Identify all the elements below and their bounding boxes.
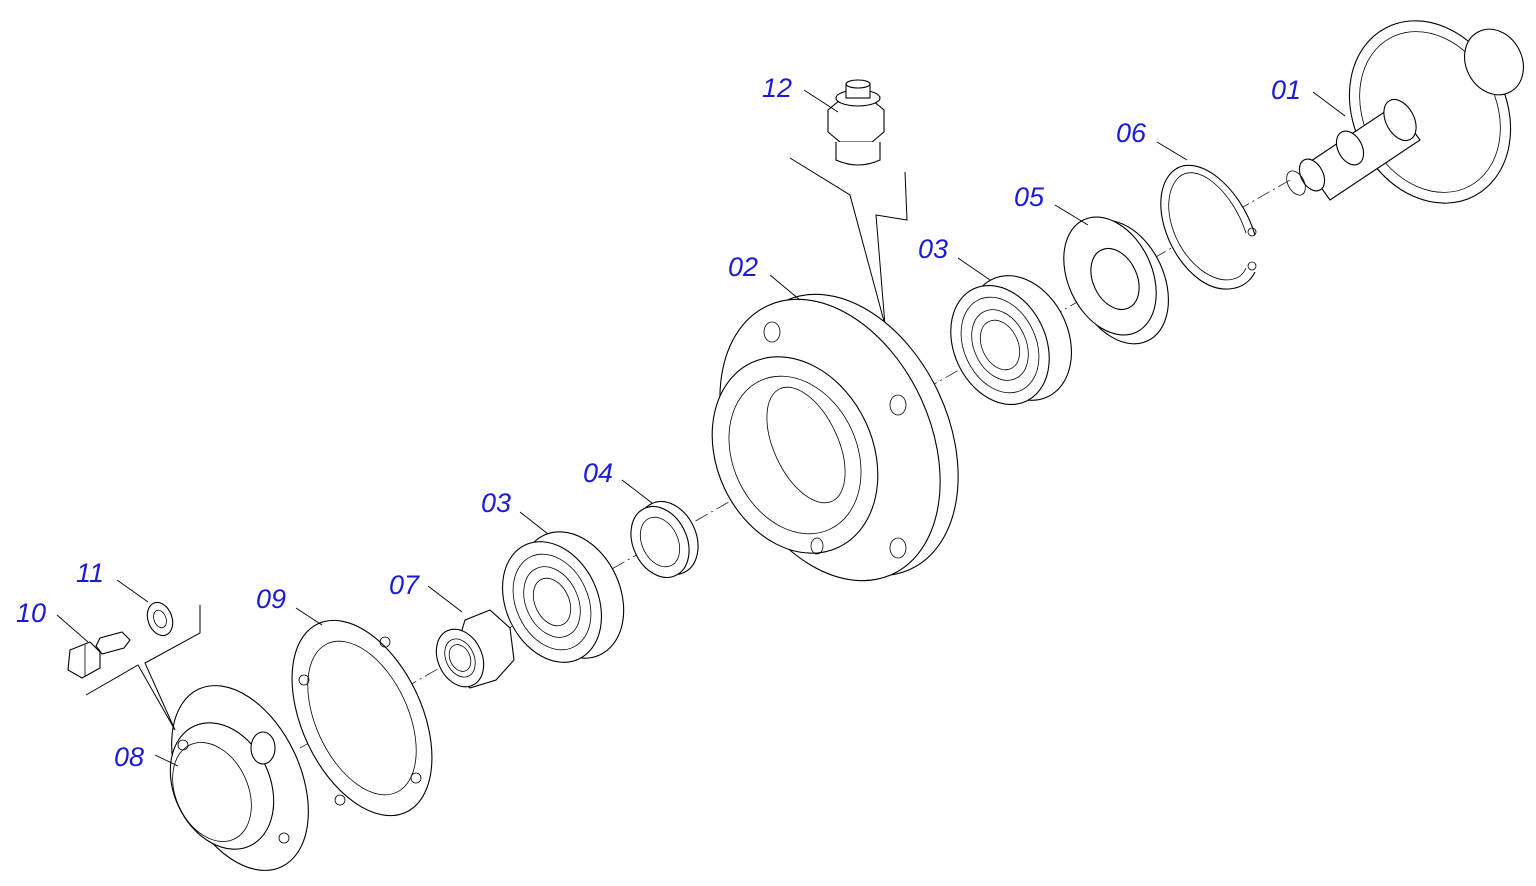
label-part-09: 09: [256, 584, 286, 614]
leader-04: [621, 479, 653, 504]
leader-03b: [519, 511, 549, 535]
leader-11: [116, 579, 149, 603]
label-part-07: 07: [389, 570, 420, 600]
part-04-seal-ring: [630, 501, 699, 578]
label-part-02: 02: [728, 252, 758, 282]
part-06-circlip: [1160, 164, 1257, 290]
part-08-cover-cap: [169, 685, 309, 871]
label-part-03-upper: 03: [918, 234, 948, 264]
leader-07: [427, 585, 463, 613]
part-02-hub: [711, 293, 959, 582]
label-part-03-lower: 03: [481, 488, 511, 518]
part-03-bearing-upper: [950, 275, 1073, 406]
leader-12: [803, 89, 839, 113]
label-part-01: 01: [1271, 75, 1301, 105]
label-part-10: 10: [16, 598, 46, 628]
break-line-upper: [789, 157, 908, 326]
part-05-spacer: [1063, 216, 1169, 345]
leader-10: [56, 614, 89, 643]
label-part-08: 08: [114, 742, 144, 772]
label-part-12: 12: [762, 73, 792, 103]
label-part-05: 05: [1014, 182, 1045, 212]
leader-01: [1312, 91, 1346, 117]
hub-bolt-hole-3: [889, 537, 907, 559]
break-line-lower: [85, 605, 201, 731]
leader-09: [295, 607, 323, 626]
label-part-04: 04: [583, 458, 613, 488]
part-09-gasket: [291, 619, 433, 817]
part-01-shaft: [1286, 20, 1524, 204]
hub-bolt-hole-1: [763, 321, 781, 343]
part-07-lock-nut: [435, 609, 515, 689]
leader-06: [1156, 141, 1188, 161]
label-part-06: 06: [1116, 118, 1147, 148]
hub-bolt-hole-4: [810, 537, 824, 555]
leader-02: [769, 274, 801, 301]
part-03-bearing-lower: [501, 531, 625, 663]
part-11-lock-washer: [146, 601, 174, 637]
part-10-hex-bolt: [67, 631, 131, 679]
leader-05: [1054, 204, 1089, 226]
leader-03a: [957, 257, 991, 281]
leader-08: [154, 754, 179, 767]
hub-bolt-hole-2: [889, 394, 907, 416]
label-part-11: 11: [76, 558, 104, 588]
part-12-grease-nipple: [789, 79, 908, 326]
